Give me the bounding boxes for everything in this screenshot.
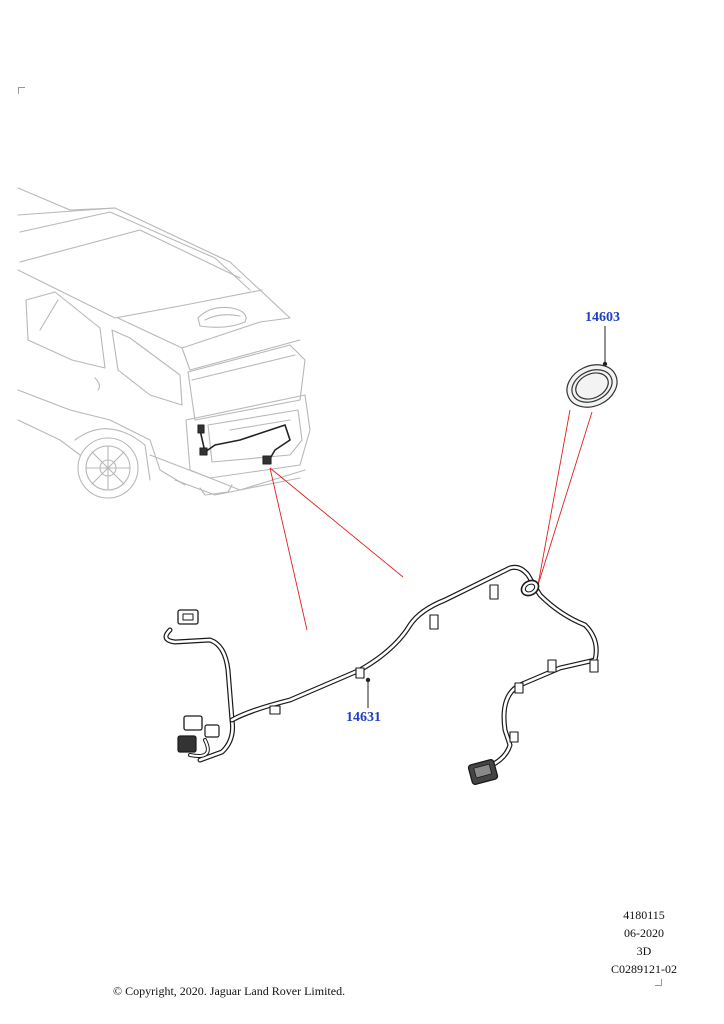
reference-block: 4180115 06-2020 3D C0289121-02 (564, 906, 724, 978)
illustration-number: 4180115 (623, 908, 665, 922)
wiring-harness-part (163, 564, 599, 785)
copyright-notice: © Copyright, 2020. Jaguar Land Rover Lim… (113, 984, 346, 998)
illustration-date: 06-2020 (624, 926, 664, 940)
crop-mark-bottom-right (655, 979, 662, 986)
crop-mark-top-left (18, 87, 25, 94)
illustration-view: 3D (636, 944, 652, 958)
callout-stem-14631 (365, 677, 371, 708)
illustration-code: C0289121-02 (611, 962, 677, 976)
leader-lines (269, 409, 593, 631)
callout-label-harness[interactable]: 14631 (346, 710, 381, 725)
grommet-part (566, 364, 618, 408)
callout-label-grommet[interactable]: 14603 (585, 310, 620, 325)
callout-stem-14603 (602, 326, 608, 367)
vehicle-outline (17, 187, 311, 499)
